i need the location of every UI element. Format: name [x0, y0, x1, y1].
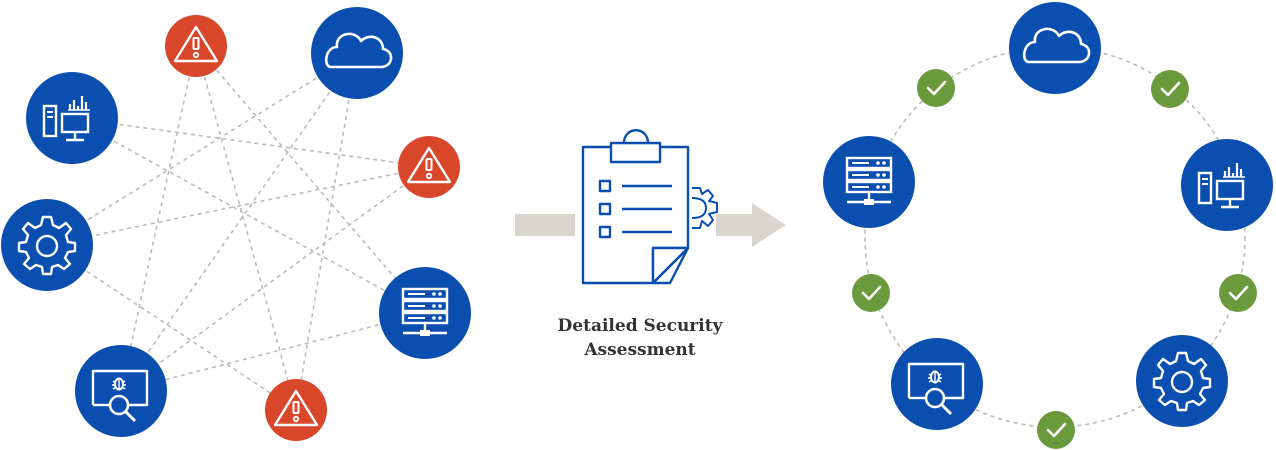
right-node-server [823, 136, 915, 228]
arrow-right-icon [515, 203, 786, 247]
left-node-server [379, 267, 471, 359]
left-node-warning-right [398, 136, 460, 198]
check-badge [1037, 411, 1075, 449]
caption-line-1: Detailed Security [557, 316, 723, 336]
right-node-gear [1136, 335, 1228, 427]
check-badge [1151, 70, 1189, 108]
right-node-monitor-chart [1181, 139, 1273, 231]
check-badge [917, 69, 955, 107]
left-node-warning-top [165, 15, 227, 77]
caption-line-2: Assessment [584, 340, 696, 360]
left-node-warning-bottom [265, 379, 327, 441]
right-node-cloud [1009, 2, 1101, 94]
left-node-gear [1, 199, 93, 291]
clipboard-checklist-icon [581, 129, 718, 285]
left-node-bug-scan [75, 345, 167, 437]
left-node-monitor-chart [26, 72, 118, 164]
left-node-cloud [311, 7, 403, 99]
check-badge [852, 274, 890, 312]
assessment-caption: Detailed Security Assessment [520, 314, 760, 362]
right-node-bug-scan [891, 338, 983, 430]
left-network-connections [46, 45, 430, 411]
check-badge [1219, 274, 1257, 312]
